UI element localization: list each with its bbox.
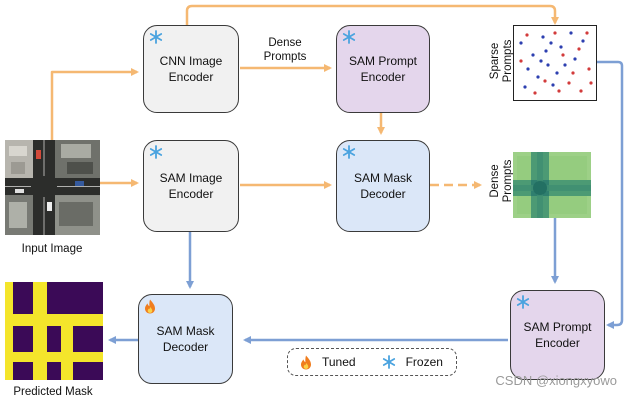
input-image <box>5 140 100 235</box>
arrow-sparse-to-right-prompt <box>597 60 624 329</box>
cnn-image-encoder-block: CNN Image Encoder <box>143 25 239 113</box>
arrow-cnn-to-sparse <box>185 4 559 25</box>
legend: Tuned Frozen <box>287 348 457 376</box>
legend-frozen-label: Frozen <box>405 355 443 369</box>
sam-mask-decoder-mid-block: SAM Mask Decoder <box>336 140 430 232</box>
watermark: CSDN @xiongxyowo <box>495 373 617 388</box>
sam-image-encoder-block: SAM Image Encoder <box>143 140 239 232</box>
sam-prompt-encoder-top-label: SAM Prompt Encoder <box>348 54 417 84</box>
cnn-image-encoder-label: CNN Image Encoder <box>159 54 223 84</box>
flame-icon <box>145 299 155 314</box>
sparse-prompts-label: Sparse Prompts <box>489 39 514 83</box>
arrow-input-to-cnn <box>50 68 139 140</box>
snowflake-icon <box>149 145 163 159</box>
sam-prompt-encoder-top-block: SAM Prompt Encoder <box>336 25 430 113</box>
snowflake-icon <box>516 295 530 309</box>
snowflake-icon <box>342 145 356 159</box>
sam-mask-decoder-mid-label: SAM Mask Decoder <box>353 171 412 201</box>
dense-prompts-side-label: Dense Prompts <box>489 159 514 203</box>
predicted-mask-label: Predicted Mask <box>13 386 93 398</box>
dense-prompts-heatmap <box>513 152 591 218</box>
sam-mask-decoder-bottom-block: SAM Mask Decoder <box>138 294 233 384</box>
flame-icon <box>301 355 311 369</box>
legend-tuned-label: Tuned <box>322 355 356 369</box>
dense-prompts-top-label: Dense Prompts <box>263 37 307 63</box>
sam-prompt-encoder-right-label: SAM Prompt Encoder <box>523 320 592 350</box>
sam-mask-decoder-bottom-label: SAM Mask Decoder <box>156 324 215 354</box>
predicted-mask <box>5 282 103 380</box>
snowflake-icon <box>382 355 395 369</box>
snowflake-icon <box>342 30 356 44</box>
input-image-label: Input Image <box>21 243 83 255</box>
sam-image-encoder-label: SAM Image Encoder <box>159 171 223 201</box>
sparse-prompts-plot <box>513 25 597 101</box>
sam-prompt-encoder-right-block: SAM Prompt Encoder <box>510 290 605 380</box>
snowflake-icon <box>149 30 163 44</box>
